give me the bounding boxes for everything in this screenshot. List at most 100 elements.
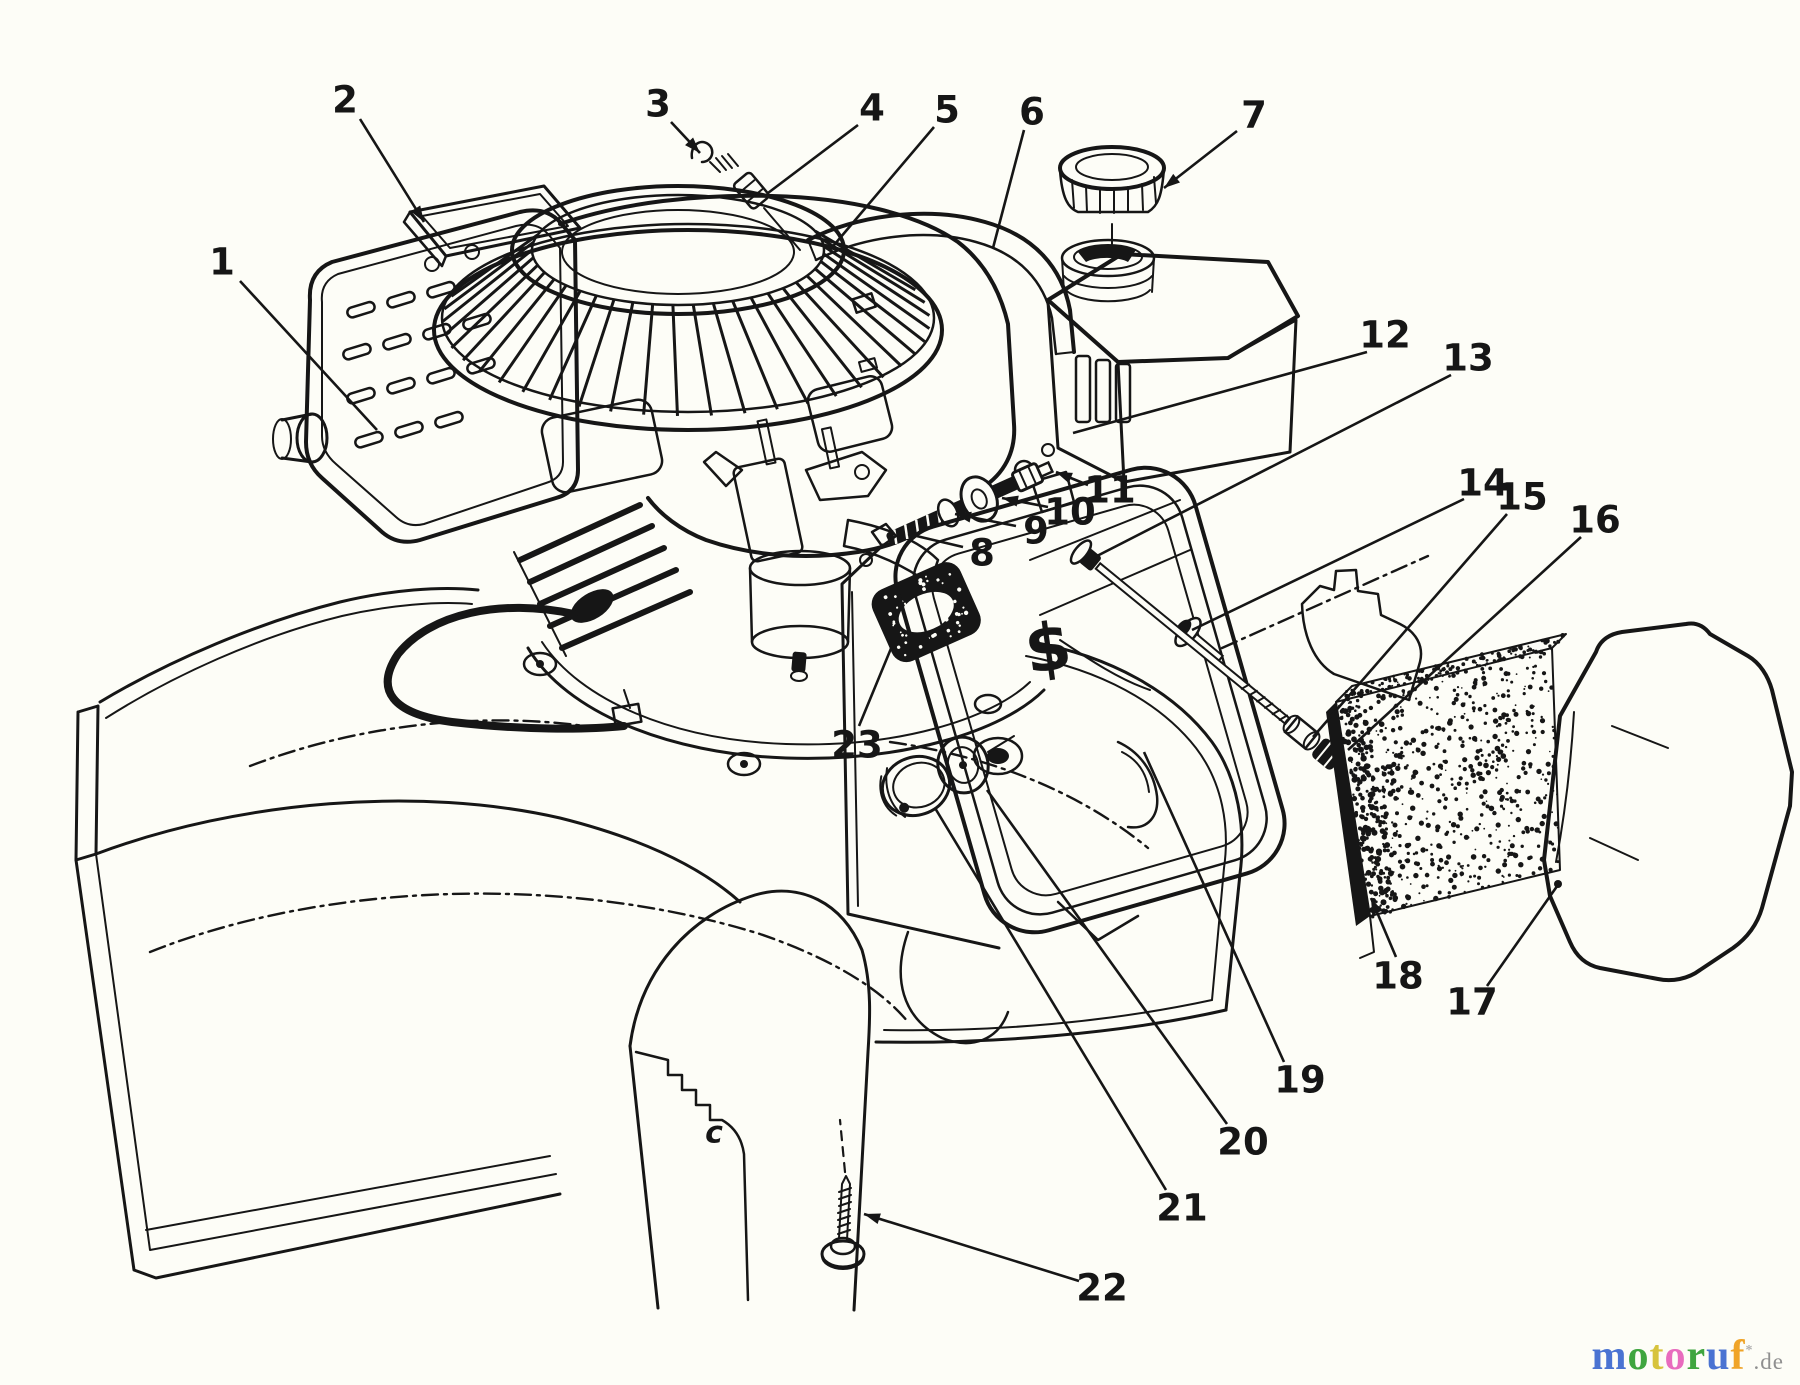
stipple-dot (1390, 846, 1393, 849)
stipple-dot (1424, 872, 1430, 878)
stipple-dot (1471, 829, 1474, 832)
stipple-dot (1457, 862, 1461, 866)
watermark-logo[interactable]: motoruf*.de (1592, 1335, 1784, 1377)
part-label-3: 3 (645, 83, 671, 126)
stipple-dot (1452, 688, 1457, 692)
stipple-dot (1448, 869, 1451, 872)
stipple-dot (1383, 876, 1387, 879)
stipple-dot (1447, 891, 1452, 895)
stipple-dot (1507, 851, 1512, 857)
stipple-dot (1442, 749, 1447, 754)
stipple-dot (1395, 811, 1399, 816)
stipple-dot (1425, 817, 1428, 820)
stipple-dot (1512, 852, 1516, 856)
stipple-dot (1384, 866, 1389, 871)
stipple-dot (1512, 834, 1516, 838)
stipple-dot (1429, 783, 1435, 789)
stipple-dot (1376, 699, 1381, 705)
stipple-dot (1471, 659, 1476, 664)
stipple-dot (1394, 709, 1400, 715)
stipple-dot (1397, 834, 1402, 838)
stipple-dot (1381, 834, 1388, 840)
mower-deck (74, 587, 1244, 1312)
stipple-dot (1375, 820, 1379, 824)
stipple-dot (1508, 848, 1511, 851)
stipple-dot (961, 612, 963, 615)
stipple-dot (1527, 684, 1533, 690)
stipple-dot (1396, 681, 1399, 683)
stipple-dot (1458, 736, 1463, 741)
stipple-dot (1420, 750, 1426, 756)
stipple-dot (1459, 833, 1463, 836)
stipple-dot (1383, 678, 1386, 681)
stipple-dot (949, 635, 952, 638)
stipple-dot (1455, 666, 1461, 671)
leader-line-13 (1094, 373, 1452, 559)
stipple-dot (1403, 740, 1410, 746)
stipple-dot (957, 612, 961, 617)
stipple-dot (1402, 682, 1407, 686)
stipple-dot (957, 630, 961, 634)
stipple-dot (1491, 696, 1496, 700)
stipple-dot (1443, 796, 1448, 802)
stipple-dot (918, 645, 923, 649)
cable-fitting (732, 171, 770, 210)
stipple-dot (1450, 822, 1457, 828)
stipple-dot (1500, 753, 1507, 759)
stipple-dot (1481, 854, 1487, 859)
stipple-dot (1430, 708, 1433, 711)
stipple-dot (1551, 811, 1553, 814)
stipple-dot (1438, 857, 1444, 863)
stipple-dot (1510, 811, 1513, 815)
stipple-dot (1502, 862, 1508, 868)
stipple-dot (1471, 706, 1476, 711)
stipple-dot (1527, 645, 1530, 648)
stipple-dot (1447, 895, 1451, 899)
stipple-dot (1519, 647, 1523, 651)
stipple-dot (903, 602, 907, 605)
stipple-dot (1531, 677, 1534, 680)
part-label-12: 12 (1359, 314, 1411, 357)
stipple-dot (1407, 676, 1412, 681)
stipple-dot (1425, 848, 1429, 852)
part-label-14: 14 (1457, 462, 1509, 505)
stipple-dot (1522, 692, 1526, 696)
stipple-dot (1483, 827, 1486, 830)
stipple-dot (1423, 899, 1425, 902)
stipple-dot (1483, 721, 1488, 725)
stipple-dot (1365, 881, 1372, 887)
cast-marking-c: c (705, 1116, 723, 1151)
stipple-dot (1381, 771, 1387, 777)
stipple-dot (1470, 768, 1475, 773)
stipple-dot (1357, 752, 1361, 756)
stipple-dot (1479, 794, 1484, 799)
stipple-dot (1409, 883, 1412, 885)
stipple-dot (1506, 689, 1510, 693)
stipple-dot (1512, 708, 1516, 713)
stipple-dot (1382, 910, 1387, 915)
stipple-dot (1380, 899, 1387, 906)
stipple-dot (1441, 680, 1444, 683)
stipple-dot (1525, 710, 1532, 717)
stipple-dot (914, 617, 918, 621)
stipple-dot (1402, 754, 1405, 758)
stipple-dot (1461, 740, 1465, 744)
stipple-dot (1419, 780, 1424, 786)
stipple-dot (1471, 735, 1478, 742)
stipple-dot (1539, 686, 1544, 691)
stipple-dot (1349, 716, 1355, 722)
stipple-dot (1399, 863, 1406, 870)
stipple-dot (1426, 766, 1432, 771)
stipple-dot (1484, 664, 1487, 667)
part-label-2: 2 (332, 79, 358, 122)
stipple-dot (957, 587, 962, 592)
stipple-dot (888, 612, 893, 616)
stipple-dot (1411, 751, 1415, 754)
starter-ribs (441, 229, 931, 417)
stipple-dot (1485, 770, 1491, 776)
stipple-dot (1404, 859, 1408, 862)
stipple-dot (1473, 678, 1478, 683)
stipple-dot (1392, 822, 1398, 828)
stipple-dot (1372, 786, 1378, 793)
